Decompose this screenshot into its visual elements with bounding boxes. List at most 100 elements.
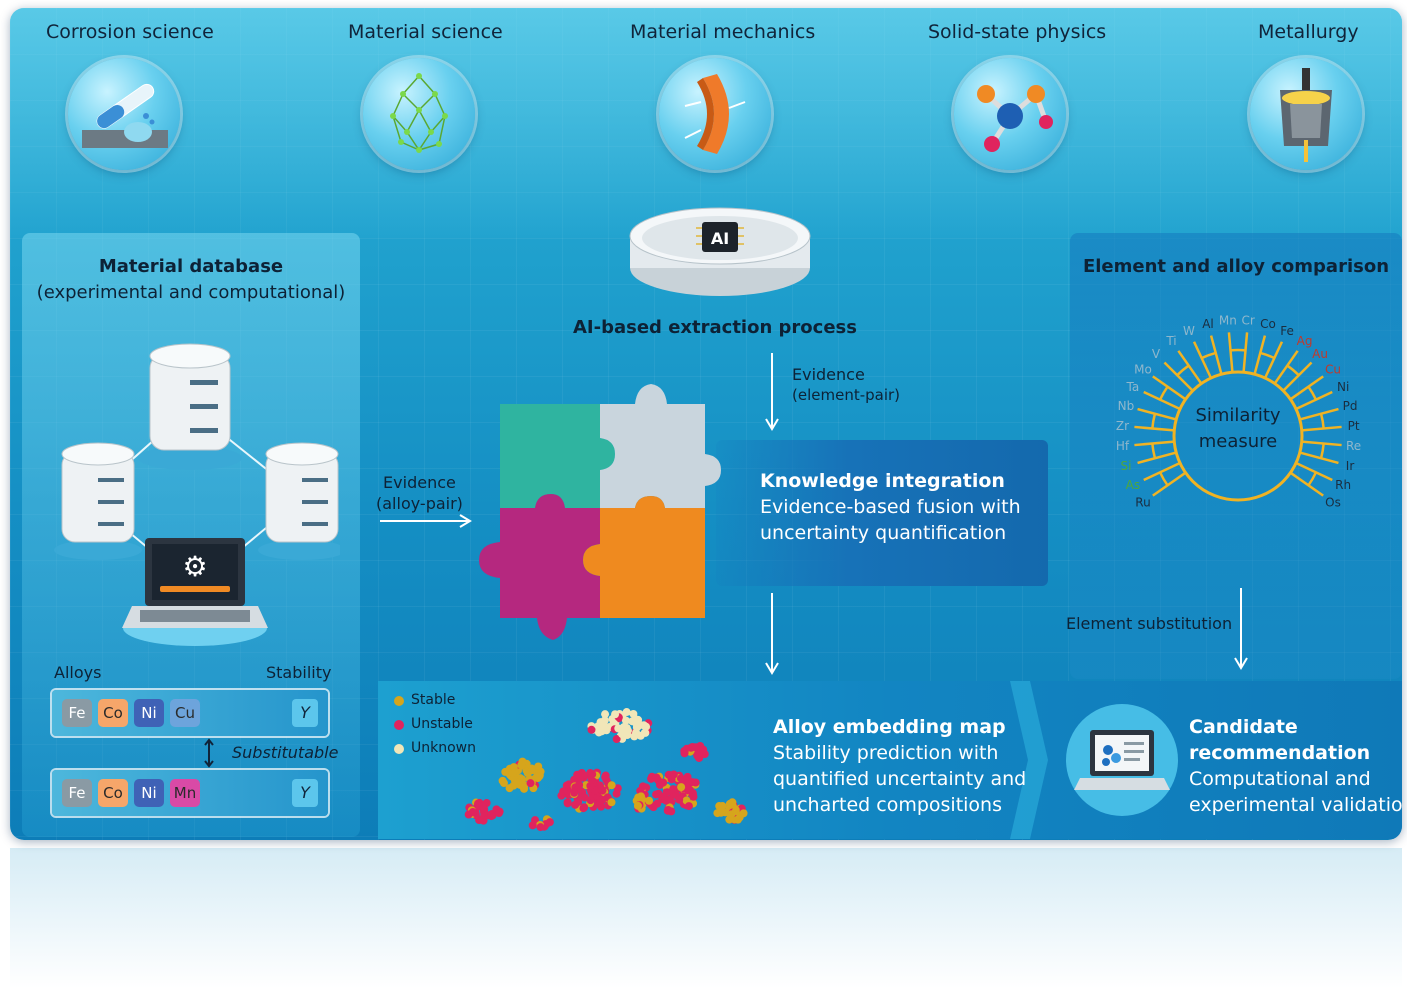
embedding-point: [680, 749, 689, 758]
element-label: Ta: [1126, 380, 1140, 394]
embedding-point: [633, 801, 642, 810]
dendrogram-branch: [1299, 407, 1339, 421]
evidence-element-line1: Evidence: [792, 365, 865, 384]
embedding-point: [663, 806, 672, 815]
dendrogram-arc: [1151, 443, 1157, 459]
knowledge-line1: Evidence-based fusion with: [760, 496, 1021, 518]
embedding-point: [575, 780, 584, 789]
embedding-point: [677, 783, 686, 792]
embedding-point: [609, 718, 618, 727]
element-chip-mn: Mn: [170, 779, 200, 807]
bending-beam-icon: [659, 58, 771, 170]
embedding-point: [662, 796, 671, 805]
dendrogram-branch: [1263, 341, 1284, 379]
dendrogram-branch: [1253, 335, 1267, 375]
svg-text:⚙: ⚙: [182, 550, 207, 583]
ladle-pouring-icon: [1250, 58, 1362, 170]
candidate-line1: Computational and: [1189, 768, 1371, 790]
candidate-title2: recommendation: [1189, 742, 1371, 764]
embedding-point: [499, 779, 508, 788]
embedding-point: [573, 770, 582, 779]
element-label: Co: [1260, 317, 1276, 331]
embedding-point: [527, 766, 536, 775]
similarity-line2: measure: [1198, 431, 1278, 452]
legend-label-stable: Stable: [411, 692, 456, 708]
dendrogram-arc: [1176, 364, 1190, 377]
dendrogram-arc: [1319, 413, 1325, 429]
embedding-point: [598, 786, 607, 795]
element-label: Re: [1346, 439, 1361, 453]
embedding-point: [607, 798, 616, 807]
embedding-point: [675, 795, 684, 804]
embedding-point: [645, 796, 654, 805]
embedding-point: [528, 821, 537, 830]
embedding-line3: uncharted compositions: [773, 794, 1003, 816]
field-title-mechanics: Material mechanics: [630, 21, 816, 43]
dendrogram-branch: [1289, 375, 1324, 401]
element-label: Cr: [1241, 313, 1254, 327]
element-label: Rh: [1335, 478, 1351, 492]
dendrogram-branch: [1152, 375, 1187, 401]
embedding-point: [718, 802, 727, 811]
dendrogram-arc: [1151, 413, 1157, 429]
embedding-line1: Stability prediction with: [773, 742, 999, 764]
petri-dish-ai-chip-icon: AI: [629, 207, 811, 296]
embedding-point: [634, 715, 643, 724]
legend-marker-stable: [394, 696, 404, 706]
dendrogram-branch: [1301, 425, 1342, 432]
embedding-point: [509, 763, 518, 772]
database-servers-icon: ⚙: [54, 343, 340, 646]
dendrogram-branch: [1143, 390, 1181, 411]
embedding-point: [655, 780, 664, 789]
stability-label: Stability: [266, 663, 332, 682]
embedding-point: [663, 788, 672, 797]
bottom-band: [378, 681, 1402, 839]
embedding-point: [639, 782, 648, 791]
embedding-point: [579, 771, 588, 780]
embedding-point: [639, 721, 648, 730]
double-arrow-icon: [204, 738, 214, 768]
element-chip-ni: Ni: [134, 699, 164, 727]
embedding-point: [600, 716, 609, 725]
embedding-point: [686, 786, 695, 795]
embedding-point: [654, 789, 663, 798]
embedding-point: [629, 709, 638, 718]
candidate-title1: Candidate: [1189, 716, 1298, 738]
comparison-title: Element and alloy comparison: [1082, 256, 1390, 277]
element-label: Ag: [1297, 334, 1313, 348]
embedding-point: [479, 808, 488, 817]
element-label: Os: [1325, 496, 1341, 510]
embedding-point: [574, 797, 583, 806]
embedding-point: [479, 816, 488, 825]
dendrogram-arc: [1307, 385, 1318, 401]
dendrogram-branch: [1163, 361, 1194, 392]
atoms-molecule-icon: [954, 58, 1066, 170]
alloy-embedding-map: [464, 708, 748, 832]
knowledge-title: Knowledge integration: [760, 470, 1005, 492]
similarity-line1: Similarity: [1195, 405, 1281, 426]
embedding-point: [727, 800, 736, 809]
element-label: Fe: [1280, 324, 1294, 338]
evidence-alloy-line2: (alloy-pair): [376, 494, 463, 513]
alloy-row-1: Fe Co Ni Cu Y: [52, 690, 328, 736]
dendrogram-arc: [1319, 443, 1325, 459]
embedding-line2: quantified uncertainty and: [773, 768, 1027, 790]
embedding-point: [621, 716, 630, 725]
dendrogram-branch: [1143, 461, 1181, 482]
embedding-point: [618, 730, 627, 739]
field-title-solid-state: Solid-state physics: [928, 21, 1107, 43]
element-label: Si: [1120, 459, 1131, 473]
embedding-point: [475, 798, 484, 807]
embedding-point: [570, 788, 579, 797]
embedding-point: [739, 809, 748, 818]
embedding-point: [612, 789, 621, 798]
embedding-point: [601, 710, 610, 719]
embedding-point: [607, 781, 616, 790]
element-chip-fe: Fe: [62, 699, 92, 727]
knowledge-integration-box: [716, 440, 1048, 586]
dendrogram-branch: [1134, 440, 1175, 447]
dendrogram-arc: [1158, 471, 1169, 487]
element-chip-cu: Cu: [170, 699, 200, 727]
embedding-point: [699, 745, 708, 754]
similarity-center-label: Similarity measure: [1176, 403, 1300, 455]
